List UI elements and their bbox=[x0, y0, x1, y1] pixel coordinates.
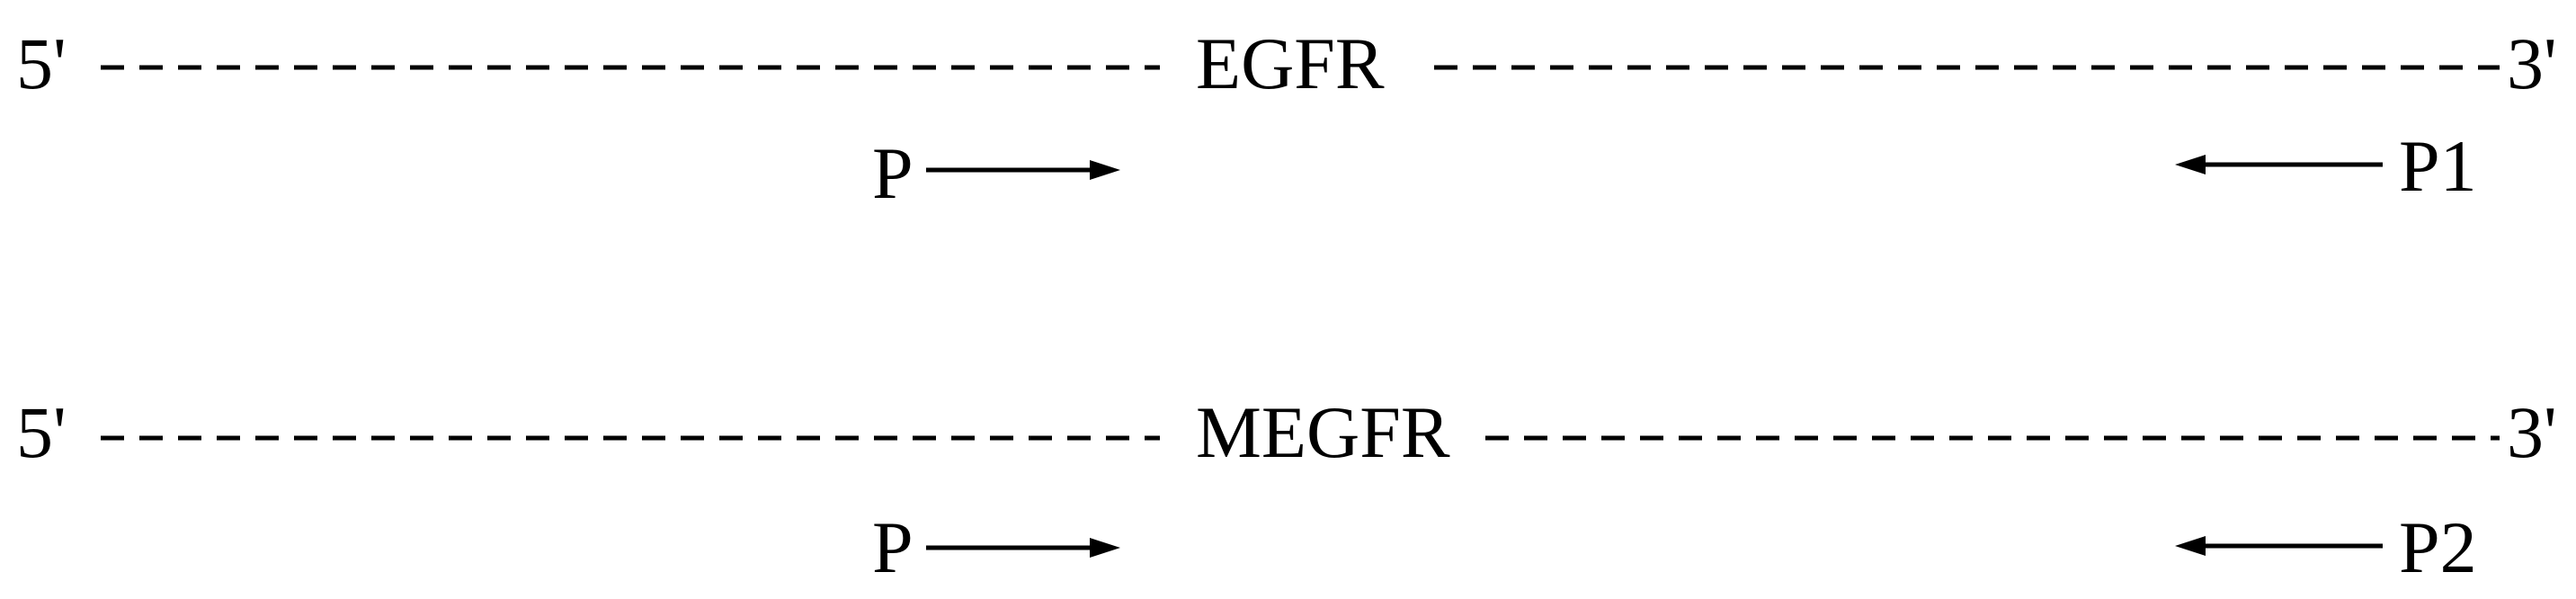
strand-2-gene-label: MEGFR bbox=[1196, 391, 1450, 473]
strand-2-three-prime-label: 3' bbox=[2507, 391, 2557, 473]
strand-1-gene-label: EGFR bbox=[1196, 22, 1385, 104]
reverse-arrow-icon bbox=[2175, 155, 2383, 174]
strand-2-reverse-primer-label: P2 bbox=[2399, 506, 2477, 588]
strand-2-five-prime-label: 5' bbox=[16, 391, 67, 473]
strand-1-reverse-primer-label: P1 bbox=[2399, 125, 2477, 207]
primers-strand-1: P P1 bbox=[872, 125, 2477, 214]
reverse-arrow-icon bbox=[2175, 536, 2383, 556]
strand-1-three-prime-label: 3' bbox=[2507, 22, 2557, 104]
strand-egfr: 5' EGFR 3' bbox=[16, 22, 2557, 104]
strand-1-five-prime-label: 5' bbox=[16, 22, 67, 104]
primers-strand-2: P P2 bbox=[872, 506, 2477, 588]
forward-arrow-icon bbox=[926, 538, 1120, 558]
forward-arrow-icon bbox=[926, 160, 1120, 180]
strand-2-forward-primer-label: P bbox=[872, 506, 914, 588]
strand-megfr: 5' MEGFR 3' bbox=[16, 391, 2557, 473]
strand-1-forward-primer-label: P bbox=[872, 132, 914, 214]
